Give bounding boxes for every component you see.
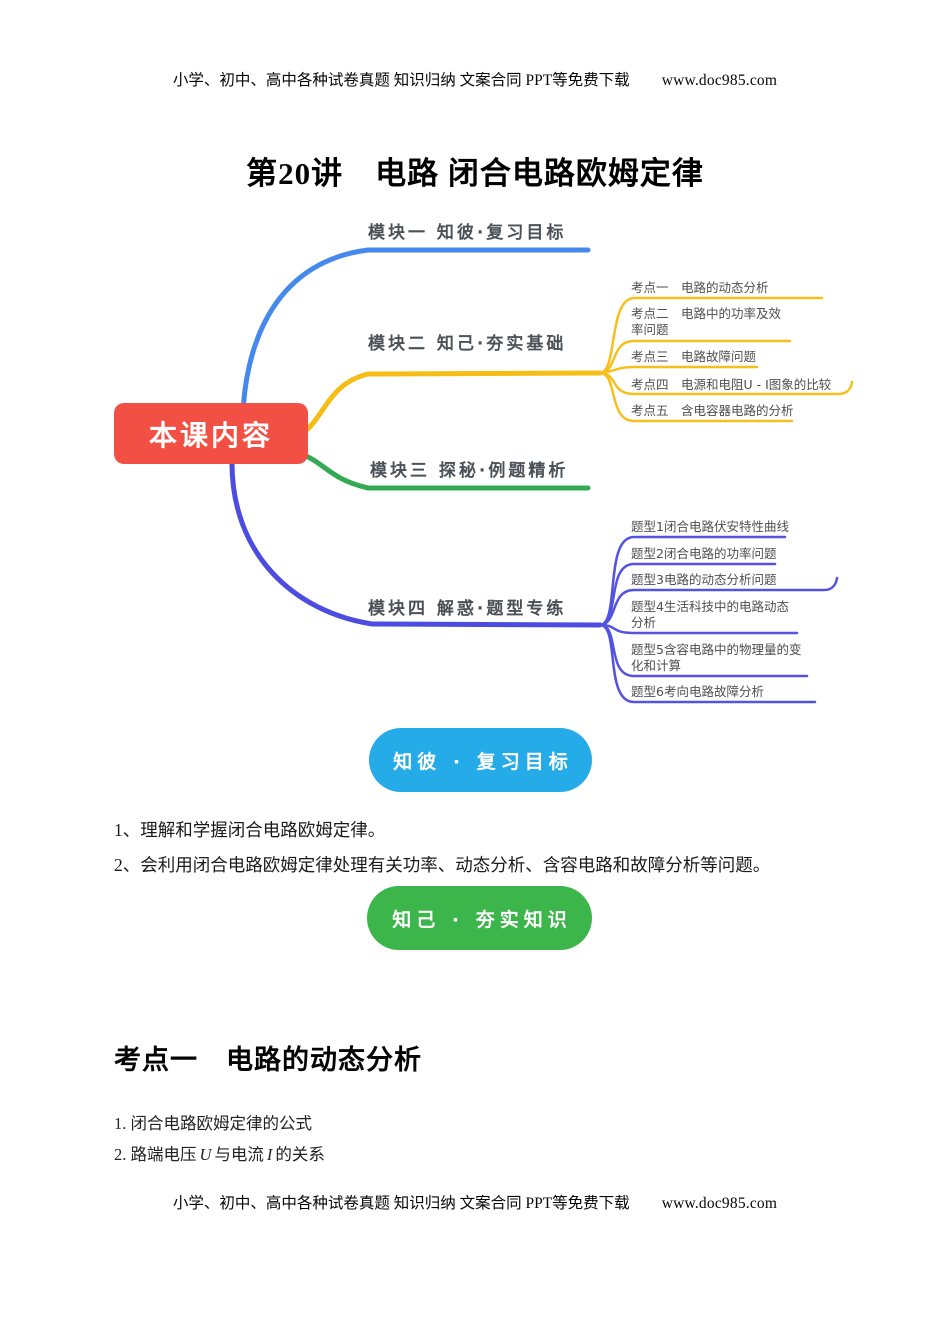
page-header: 小学、初中、高中各种试卷真题 知识归纳 文案合同 PPT等免费下载 www.do… <box>0 68 950 90</box>
footer-promo-text: 小学、初中、高中各种试卷真题 知识归纳 文案合同 PPT等免费下载 <box>172 1195 630 1212</box>
tixing3-node: 题型3电路的动态分析问题 <box>631 572 777 587</box>
tixing5-node: 题型5含容电路中的物理量的变化和计算 <box>631 642 802 673</box>
kaodian2-node: 考点二 电路中的功率及效率问题 <box>631 306 782 337</box>
branch-module2-label: 模块二 知己·夯实基础 <box>368 334 567 354</box>
section-point-1: 1. 闭合电路欧姆定律的公式 <box>114 1114 312 1133</box>
root-node-label: 本课内容 <box>148 418 273 452</box>
kaodian5-node: 考点五 含电容器电路的分析 <box>631 403 794 418</box>
page-footer: 小学、初中、高中各种试卷真题 知识归纳 文案合同 PPT等免费下载 www.do… <box>0 1191 950 1213</box>
branch-module3-label: 模块三 探秘·例题精析 <box>370 461 569 481</box>
point2-suffix: 的关系 <box>275 1145 325 1164</box>
kaodian3-line <box>598 365 759 375</box>
mindmap-root-node: 本课内容 <box>114 403 308 464</box>
point2-prefix: 2. 路端电压 <box>114 1145 197 1164</box>
current-symbol: I <box>266 1145 273 1164</box>
branch2-yellow-line <box>287 370 603 443</box>
tixing2-node: 题型2闭合电路的功率问题 <box>631 546 777 561</box>
knowledge-badge-label: 知己 · 夯实知识 <box>392 908 572 931</box>
voltage-symbol: U <box>199 1145 212 1164</box>
kaodian3-node: 考点三 电路故障问题 <box>631 349 757 364</box>
tixing6-node: 题型6考向电路故障分析 <box>631 684 764 699</box>
kaodian4-node: 考点四 电源和电阻U - I图象的比较 <box>631 377 832 392</box>
review-goal-badge: 知彼 · 复习目标 <box>369 728 592 792</box>
goal-item-2: 2、会利用闭合电路欧姆定律处理有关功率、动态分析、含容电路和故障分析等问题。 <box>114 855 771 875</box>
header-site-url[interactable]: www.doc985.com <box>661 72 778 89</box>
kaodian1-section-heading: 考点一 电路的动态分析 <box>114 1045 422 1076</box>
point2-mid: 与电流 <box>214 1145 264 1164</box>
tixing1-node: 题型1闭合电路伏安特性曲线 <box>631 519 789 534</box>
knowledge-badge: 知己 · 夯实知识 <box>367 886 592 950</box>
branch-module4-label: 模块四 解惑·题型专练 <box>368 599 567 619</box>
footer-site-url[interactable]: www.doc985.com <box>661 1195 778 1212</box>
tixing4-node: 题型4生活科技中的电路动态分析 <box>631 599 789 630</box>
kaodian1-node: 考点一 电路的动态分析 <box>631 280 769 295</box>
branch-module1-label: 模块一 知彼·复习目标 <box>368 223 567 243</box>
review-goal-badge-label: 知彼 · 复习目标 <box>393 750 573 773</box>
lesson-title: 第20讲 电路 闭合电路欧姆定律 <box>246 156 704 191</box>
header-promo-text: 小学、初中、高中各种试卷真题 知识归纳 文案合同 PPT等免费下载 <box>172 72 630 89</box>
goal-item-1: 1、理解和学握闭合电路欧姆定律。 <box>114 820 386 840</box>
